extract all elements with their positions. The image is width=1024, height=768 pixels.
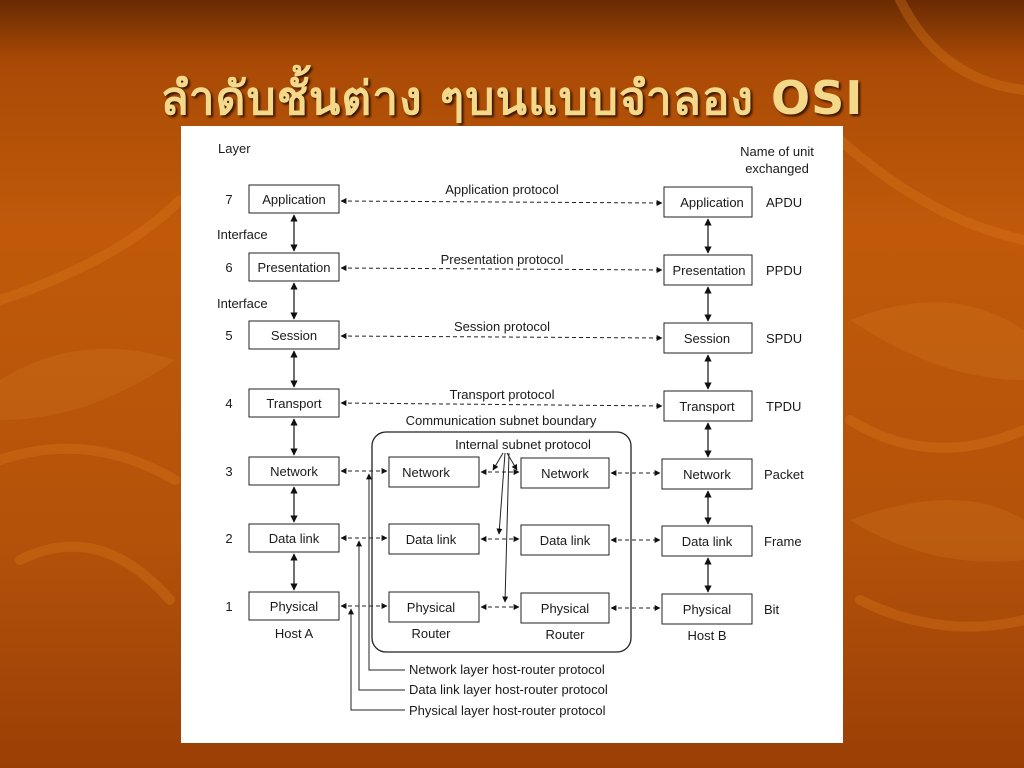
unit-frame: Frame [764,534,802,549]
host-a-label: Host A [275,626,314,641]
session-protocol-label: Session protocol [454,319,550,334]
layer-number-6: 6 [225,260,232,275]
layer-number-2: 2 [225,531,232,546]
unit-bit: Bit [764,602,780,617]
router-b-network: Network [541,466,589,481]
host-b-application: Application [680,195,744,210]
unit-packet: Packet [764,467,804,482]
host-a-presentation: Presentation [258,260,331,275]
layer-number-7: 7 [225,192,232,207]
peer-protocol-arrows [340,198,663,409]
host-a-transport: Transport [266,396,322,411]
unit-spdu: SPDU [766,331,802,346]
host-b-transport: Transport [679,399,735,414]
unit-header-line1: Name of unit [740,144,814,159]
router-a-network: Network [402,465,450,480]
router-a-data-link: Data link [406,532,457,547]
internal-subnet-protocol-label: Internal subnet protocol [455,437,591,452]
host-a-physical: Physical [270,599,319,614]
legend-leader-lines [348,473,405,711]
transport-protocol-label: Transport protocol [449,387,554,402]
router-a-physical: Physical [407,600,456,615]
host-b-data-link: Data link [682,534,733,549]
host-b-label: Host B [687,628,726,643]
subnet-boundary-label: Communication subnet boundary [406,413,597,428]
router-a-label: Router [411,626,451,641]
interface-label-2: Interface [217,296,268,311]
legend-data-link-protocol: Data link layer host-router protocol [409,682,608,697]
slide-title: ลำดับชั้นต่าง ๆบนแบบจำลอง OSI [160,71,864,125]
router-b-data-link: Data link [540,533,591,548]
host-a-network: Network [270,464,318,479]
host-b-physical: Physical [683,602,732,617]
host-router-arrows [340,468,661,611]
unit-ppdu: PPDU [766,263,802,278]
presentation-protocol-label: Presentation protocol [441,252,564,267]
unit-apdu: APDU [766,195,802,210]
layer-number-5: 5 [225,328,232,343]
unit-tpdu: TPDU [766,399,801,414]
host-a-application: Application [262,192,326,207]
legend-physical-protocol: Physical layer host-router protocol [409,703,606,718]
host-b-network: Network [683,467,731,482]
router-b-physical: Physical [541,601,590,616]
host-b-session: Session [684,331,730,346]
router-b-label: Router [545,627,585,642]
host-b-stack [661,186,753,625]
application-protocol-label: Application protocol [445,182,559,197]
host-a-data-link: Data link [269,531,320,546]
layer-number-4: 4 [225,396,232,411]
host-a-session: Session [271,328,317,343]
interface-label-1: Interface [217,227,268,242]
layer-number-1: 1 [225,599,232,614]
layer-header: Layer [218,141,251,156]
unit-header-line2: exchanged [745,161,809,176]
host-a-stack [248,184,340,621]
layer-number-3: 3 [225,464,232,479]
internal-protocol-pointers [492,452,518,603]
osi-diagram: Layer Name of unit exchanged 7 6 5 4 3 2… [181,126,843,743]
legend-network-protocol: Network layer host-router protocol [409,662,605,677]
router-boxes [388,456,610,624]
host-b-presentation: Presentation [673,263,746,278]
